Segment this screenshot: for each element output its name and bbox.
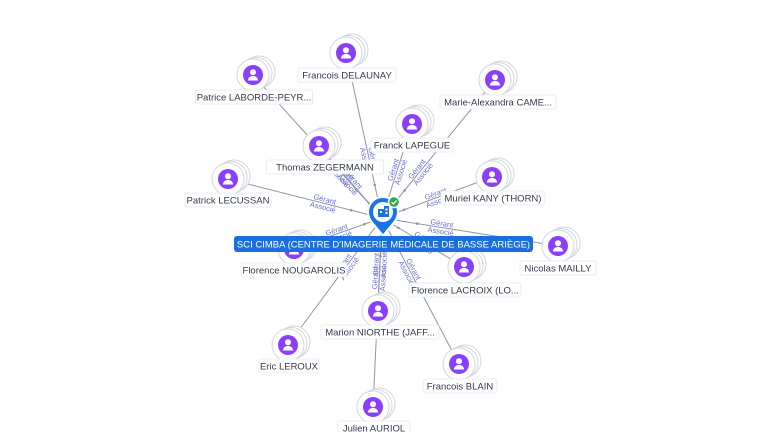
person-head <box>250 69 256 76</box>
person-label-box <box>240 262 348 278</box>
edge-dot <box>378 254 382 258</box>
person-head <box>316 140 322 147</box>
person-body <box>313 146 325 152</box>
person-label: Julien AURIOL <box>343 423 405 432</box>
person-head <box>489 171 495 178</box>
person-label-box <box>266 159 384 175</box>
edge-line <box>227 178 383 219</box>
person-body <box>247 75 259 81</box>
person-body <box>340 53 352 59</box>
persons-layer: Francois DELAUNAY Patrice LABORDE-PEYR...… <box>184 33 597 432</box>
center-company-label: SCI CIMBA (CENTRE D'IMAGERIE MÉDICALE DE… <box>237 240 530 251</box>
person-label-box <box>184 192 272 208</box>
person-body <box>486 177 498 183</box>
check-icon <box>391 199 398 205</box>
edge-role-gerant: Gérant <box>371 252 381 276</box>
person-head <box>375 305 381 312</box>
person-head <box>461 261 467 268</box>
person-body <box>453 364 465 370</box>
edge-role-gerant: Gérant <box>370 265 380 289</box>
edge-dot <box>403 189 406 192</box>
person-label-box <box>440 190 546 206</box>
person-label-box <box>439 94 557 110</box>
verified-badge-icon <box>387 195 401 209</box>
person-body <box>458 267 470 273</box>
person-node-thomas-zegermann[interactable]: Thomas ZEGERMANN <box>266 126 384 175</box>
center-company-node[interactable]: SCI CIMBA (CENTRE D'IMAGERIE MÉDICALE DE… <box>234 195 533 253</box>
person-node-franck-lapegue[interactable]: Franck LAPEGUE <box>370 104 454 153</box>
person-head <box>555 240 561 247</box>
person-body <box>489 80 501 86</box>
edge-role-gerant: Gérant <box>430 217 455 230</box>
person-label-box <box>297 67 397 83</box>
edge-dot <box>397 226 400 230</box>
person-label: Nicolas MAILLY <box>525 263 593 274</box>
edge-role-associe: Associé <box>378 265 388 292</box>
edge-role-associe: Associé <box>427 225 454 238</box>
person-label-box <box>370 137 454 153</box>
person-head <box>456 358 462 365</box>
person-node-nicolas-mailly[interactable]: Nicolas MAILLY <box>519 226 597 276</box>
edge-line <box>381 176 493 219</box>
person-node-francois-blain[interactable]: Francois BLAIN <box>422 344 498 394</box>
person-body <box>372 311 384 317</box>
person-node-eric-leroux[interactable]: Eric LEROUX <box>258 325 320 374</box>
center-label-box <box>234 236 533 252</box>
person-label: Patrick LECUSSAN <box>187 195 270 206</box>
edge-dot <box>349 208 353 212</box>
person-head <box>343 47 349 54</box>
person-node-marie-alexandra[interactable]: Marie-Alexandra CAME... <box>439 60 557 110</box>
person-node-muriel-kany[interactable]: Muriel KANY (THORN) <box>440 157 546 206</box>
person-head <box>409 118 415 125</box>
edge-dot <box>373 183 377 187</box>
person-head <box>225 173 231 180</box>
person-body <box>406 124 418 130</box>
person-label-box <box>320 324 440 340</box>
person-body <box>222 179 234 185</box>
person-label: Florence LACROIX (LO... <box>411 285 519 296</box>
person-label-box <box>258 358 320 374</box>
person-label: Eric LEROUX <box>260 361 319 372</box>
person-head <box>492 74 498 81</box>
person-body <box>367 407 379 413</box>
person-label: Francois BLAIN <box>427 381 494 392</box>
person-label-box <box>519 260 597 276</box>
person-label: Marie-Alexandra CAME... <box>444 97 552 108</box>
person-head <box>285 339 291 346</box>
person-node-marion-niorthe[interactable]: Marion NIORTHE (JAFF... <box>320 291 440 340</box>
person-body <box>552 246 564 252</box>
edge-dot <box>415 222 419 225</box>
person-node-florence-lacroix[interactable]: Florence LACROIX (LO... <box>408 247 522 298</box>
edge-role-associe: Associé <box>379 251 389 278</box>
person-label-box <box>195 89 313 105</box>
person-label-box <box>408 282 522 298</box>
person-head <box>370 401 376 408</box>
person-label: Thomas ZEGERMANN <box>276 162 374 173</box>
person-label-box <box>422 378 498 394</box>
person-label: Marion NIORTHE (JAFF... <box>325 327 435 338</box>
person-label: Muriel KANY (THORN) <box>445 193 542 204</box>
person-label: Patrice LABORDE-PEYR... <box>197 92 312 103</box>
person-node-patrice-laborde[interactable]: Patrice LABORDE-PEYR... <box>195 55 313 105</box>
edge-dot <box>402 208 406 212</box>
person-node-francois-delaunay[interactable]: Francois DELAUNAY <box>297 33 397 83</box>
person-label: Franck LAPEGUE <box>374 140 451 151</box>
person-node-patrick-lecussan[interactable]: Patrick LECUSSAN <box>184 159 272 208</box>
person-label-box <box>337 420 411 432</box>
building-icon <box>378 206 389 217</box>
edge-dot <box>363 222 366 226</box>
person-node-julien-auriol[interactable]: Julien AURIOL <box>337 387 411 432</box>
person-body <box>282 345 294 351</box>
person-label: Florence NOUGAROLIS <box>243 265 346 276</box>
person-label: Francois DELAUNAY <box>302 70 392 81</box>
